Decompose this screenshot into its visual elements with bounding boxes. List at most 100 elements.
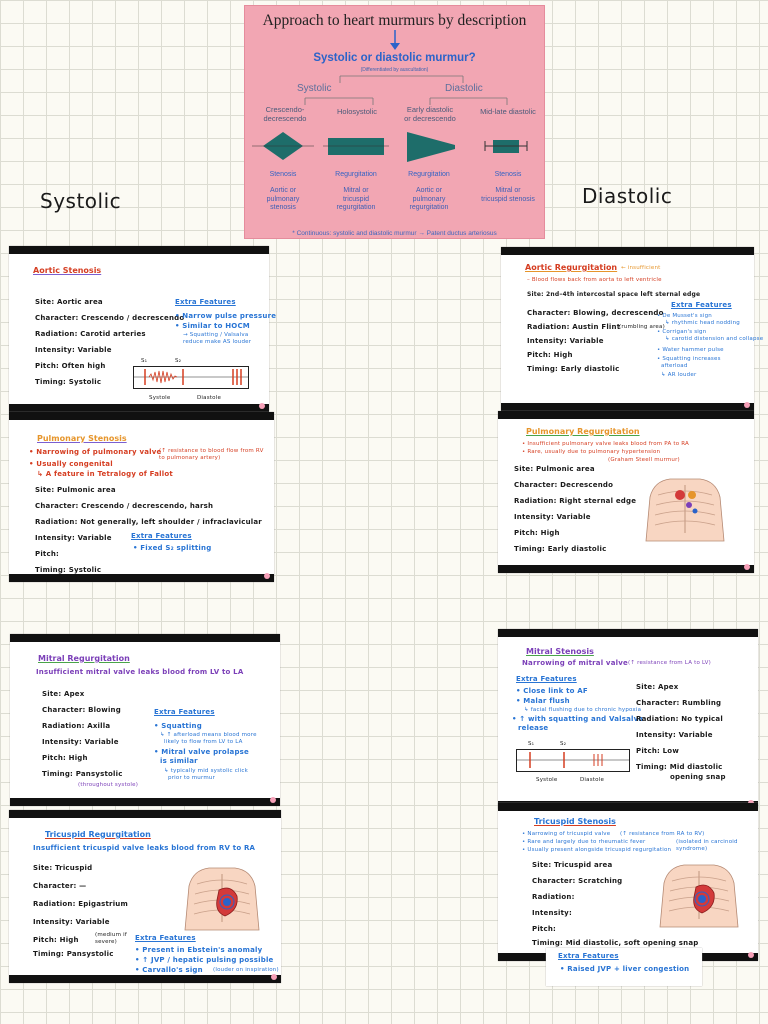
pitch-row: Pitch: High <box>33 936 79 944</box>
extra-feature: ↳ facial flushing due to chronic hypoxia <box>524 707 642 713</box>
intro-line: Narrowing of mitral valve <box>522 659 628 667</box>
intro-line: • Rare and largely due to rheumatic feve… <box>522 839 646 845</box>
character-row: Character: Blowing <box>42 706 121 714</box>
ms-phonocardiogram <box>516 749 630 772</box>
diastole-label: Diastole <box>580 777 605 783</box>
extra-feature: • Narrow pulse pressure <box>175 312 277 320</box>
tricuspid-stenosis-extra-box: Extra Features • Raised JVP + liver cong… <box>546 948 702 986</box>
site-row: Site: Apex <box>636 683 679 691</box>
timing-row: Timing: Early diastolic <box>514 545 607 553</box>
character-row: Character: — <box>33 882 87 890</box>
diagram-shapes <box>252 30 528 162</box>
site-row: Site: Aortic area <box>35 298 103 306</box>
timing-row: Timing: Pansystolic <box>33 950 114 958</box>
extra-feature: • Present in Ebstein's anomaly <box>135 946 263 954</box>
intro-line: • Narrowing of tricuspid valve <box>522 831 611 837</box>
extra-feature: ↳ ↑ afterload means blood more <box>160 732 257 738</box>
extra-features-title: Extra Features <box>135 934 196 942</box>
extra-feature: • Mitral valve prolapse <box>154 748 249 756</box>
mitral-stenosis-card: Mitral Stenosis Narrowing of mitral valv… <box>498 629 758 809</box>
radiation-row: Radiation: <box>532 893 575 901</box>
valve-label: Aortic or pulmonary regurgitation <box>409 187 449 211</box>
timing-row: Timing: Systolic <box>35 566 102 574</box>
card-dot <box>259 403 265 409</box>
extra-feature: • Malar flush <box>516 697 570 705</box>
card-dot <box>270 797 276 803</box>
intro-line: Insufficient mitral valve leaks blood fr… <box>36 668 244 676</box>
valve-label: Aortic or pulmonary stenosis <box>266 187 300 211</box>
pulmonary-stenosis-card: Pulmonary Stenosis • Narrowing of pulmon… <box>9 412 274 582</box>
extra-feature: • Corrigan's sign <box>657 329 707 335</box>
type-label: Holosystolic <box>336 107 377 116</box>
intro-note: (Graham Steell murmur) <box>608 457 680 463</box>
radiation-note: (rumbling area) <box>619 324 665 330</box>
intro-line: • Usually present alongside tricuspid re… <box>522 847 672 853</box>
s2-label: S₂ <box>175 358 182 364</box>
card-title: Aortic Stenosis <box>33 266 102 275</box>
intro-note: (↑ resistance from LA to LV) <box>628 660 711 666</box>
intro-line: Insufficient tricuspid valve leaks blood… <box>33 844 256 852</box>
timing-row: Timing: Early diastolic <box>527 365 620 373</box>
intro-line: • Insufficient pulmonary valve leaks blo… <box>522 441 689 447</box>
extra-feature: is similar <box>160 757 198 765</box>
chest-heart-illustration <box>645 478 725 542</box>
radiation-row: Radiation: No typical <box>636 715 723 723</box>
type-label: Early diastolic or decrescendo <box>404 105 456 123</box>
timing-row: Timing: Mid diastolic <box>636 763 723 771</box>
card-title: Mitral Regurgitation <box>38 654 130 663</box>
extra-feature: ↳ typically mid systolic click <box>164 768 248 774</box>
intro-line: • Usually congenital <box>29 460 113 468</box>
tricuspid-stenosis-card: Tricuspid Stenosis • Narrowing of tricus… <box>498 803 758 961</box>
intensity-row: Intensity: Variable <box>35 534 112 542</box>
diastolic-heading: Diastolic <box>582 184 673 208</box>
intensity-row: Intensity: Variable <box>35 346 112 354</box>
aortic-stenosis-card: Aortic Stenosis Site: Aortic area Charac… <box>9 246 276 412</box>
diagram-systolic-label: Systolic <box>297 83 332 94</box>
extra-feature: • Water hammer pulse <box>657 347 724 353</box>
s2-label: S₂ <box>560 741 567 747</box>
extra-features-title: Extra Features <box>671 301 732 309</box>
pitch-row: Pitch: Low <box>636 747 679 755</box>
card-title: Mitral Stenosis <box>526 647 594 656</box>
chest-heart-illustration <box>659 864 739 928</box>
card-dot <box>271 974 277 980</box>
pitch-row: Pitch: Often high <box>35 362 106 370</box>
extra-features-title: Extra Features <box>558 952 619 960</box>
timing-row: Timing: Systolic <box>35 378 102 386</box>
extra-feature: release <box>518 724 549 732</box>
systolic-heading: Systolic <box>40 189 122 213</box>
extra-features-title: Extra Features <box>131 532 192 540</box>
site-row: Site: Apex <box>42 690 85 698</box>
pitch-row: Pitch: High <box>42 754 88 762</box>
radiation-row: Radiation: Axilla <box>42 722 111 730</box>
intro-note: (↑ resistance from RA to RV) <box>620 831 705 837</box>
card-dot <box>748 952 754 958</box>
intensity-row: Intensity: Variable <box>514 513 591 521</box>
character-row: Character: Scratching <box>532 877 623 885</box>
card-dot <box>744 402 750 408</box>
site-row: Site: Tricuspid area <box>532 861 613 869</box>
result-label: Stenosis <box>494 171 522 178</box>
radiation-row: Radiation: Not generally, left shoulder … <box>35 518 262 526</box>
valve-label: Mitral or tricuspid stenosis <box>481 187 535 203</box>
intro-line: • Rare, usually due to pulmonary hyperte… <box>522 449 661 455</box>
result-label: Regurgitation <box>408 171 450 178</box>
extra-feature: • ↑ JVP / hepatic pulsing possible <box>135 956 274 964</box>
radiation-row: Radiation: Carotid arteries <box>35 330 146 338</box>
systole-label: Systole <box>536 777 558 783</box>
pitch-row: Pitch: High <box>514 529 560 537</box>
extra-feature: likely to flow from LV to LA <box>164 739 243 745</box>
timing-row: Timing: Mid diastolic, soft opening snap <box>532 939 699 947</box>
site-row: Site: Pulmonic area <box>514 465 595 473</box>
extra-feature: • Similar to HOCM <box>175 322 250 330</box>
site-row: Site: 2nd–4th intercostal space left ste… <box>527 291 701 298</box>
timing-row-cont: opening snap <box>670 773 726 781</box>
diagram-footnote: * Continuous: systolic and diastolic mur… <box>292 230 497 237</box>
intensity-row: Intensity: Variable <box>33 918 110 926</box>
radiation-row: Radiation: Epigastrium <box>33 900 128 908</box>
extra-note: (louder on inspiration) <box>213 967 279 973</box>
intensity-row: Intensity: <box>532 909 572 917</box>
extra-feature: • Fixed S₂ splitting <box>133 544 212 552</box>
character-row: Character: Crescendo / decrescendo <box>35 314 185 322</box>
extra-feature: • Carvallo's sign <box>135 966 203 974</box>
